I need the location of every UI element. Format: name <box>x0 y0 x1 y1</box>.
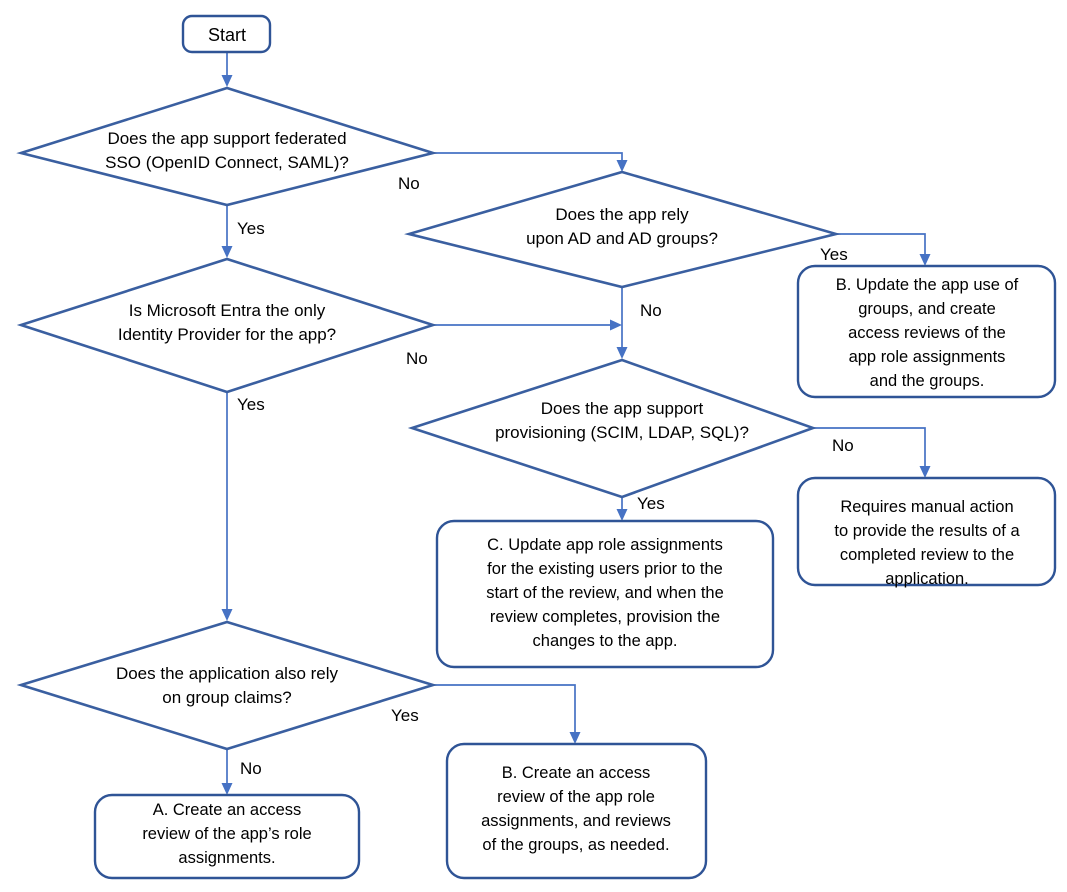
edge-label-sso-no: No <box>398 174 420 193</box>
start-shape <box>181 14 272 54</box>
edge-prov-yes <box>616 497 628 521</box>
process-manual-line-1: Requires manual action <box>840 498 1013 516</box>
edge-label-claims-no: No <box>240 759 262 778</box>
node-process-b-create[interactable]: B. Create an access review of the app ro… <box>445 742 708 880</box>
node-decision-entra[interactable]: Is Microsoft Entra the only Identity Pro… <box>16 257 438 394</box>
decision-ad-line-2: upon AD and AD groups? <box>526 229 718 248</box>
process-b-create-line-4: of the groups, as needed. <box>482 836 669 854</box>
process-b-update-line-1: B. Update the app use of <box>836 276 1019 294</box>
node-decision-provisioning[interactable]: Does the app support provisioning (SCIM,… <box>407 358 817 499</box>
process-c-update-shape <box>435 519 775 669</box>
process-manual-line-2: to provide the results of a <box>834 522 1020 540</box>
edge-label-ad-yes: Yes <box>820 245 848 264</box>
process-a-create-line-3: assignments. <box>178 849 275 867</box>
decision-group-claims-line-2: on group claims? <box>162 688 291 707</box>
edge-entra-yes <box>221 392 233 621</box>
edge-label-claims-yes: Yes <box>391 706 419 725</box>
node-decision-ad[interactable]: Does the app rely upon AD and AD groups? <box>404 170 842 289</box>
edge-label-entra-no: No <box>406 349 428 368</box>
decision-group-claims-line-1: Does the application also rely <box>116 664 339 683</box>
node-decision-sso[interactable]: Does the app support federated SSO (Open… <box>16 86 438 207</box>
decision-entra-shape <box>16 257 438 394</box>
edge-label-prov-yes: Yes <box>637 494 665 513</box>
decision-provisioning-line-1: Does the app support <box>541 399 704 418</box>
process-manual-action-shape <box>796 476 1057 587</box>
edge-label-sso-yes: Yes <box>237 219 265 238</box>
node-process-manual-action[interactable]: Requires manual action to provide the re… <box>796 476 1057 588</box>
edge-claims-yes <box>433 684 581 744</box>
edge-label-prov-no: No <box>832 436 854 455</box>
process-b-create-line-2: review of the app role <box>497 788 655 806</box>
node-start[interactable]: Start <box>181 14 272 54</box>
edge-label-ad-no: No <box>640 301 662 320</box>
edges-layer <box>221 51 931 795</box>
process-b-create-line-1: B. Create an access <box>502 764 651 782</box>
process-c-update-line-1: C. Update app role assignments <box>487 536 723 554</box>
process-b-update-shape <box>796 264 1057 399</box>
node-decision-group-claims[interactable]: Does the application also rely on group … <box>16 620 438 751</box>
process-c-update-line-4: review completes, provision the <box>490 608 720 626</box>
edge-labels-layer: No Yes Yes No No Yes No Yes Yes No <box>237 174 854 778</box>
decision-entra-line-2: Identity Provider for the app? <box>118 325 336 344</box>
decision-provisioning-shape <box>407 358 817 499</box>
process-b-update-line-3: access reviews of the <box>848 324 1006 342</box>
process-b-create-shape <box>445 742 708 880</box>
process-b-update-line-2: groups, and create <box>858 300 996 318</box>
decision-ad-line-1: Does the app rely <box>555 205 689 224</box>
edge-claims-no <box>221 749 233 795</box>
decision-group-claims-shape <box>16 620 438 751</box>
edge-ad-no <box>616 287 628 359</box>
edge-start-to-sso <box>221 51 233 87</box>
node-process-c-update[interactable]: C. Update app role assignments for the e… <box>435 519 775 669</box>
process-a-create-line-1: A. Create an access <box>153 801 302 819</box>
edge-sso-yes <box>221 205 233 258</box>
process-c-update-line-2: for the existing users prior to the <box>487 560 723 578</box>
process-b-update-line-5: and the groups. <box>870 372 985 390</box>
process-manual-line-4: application. <box>885 570 968 588</box>
decision-sso-line-2: SSO (OpenID Connect, SAML)? <box>105 153 349 172</box>
node-process-a-create[interactable]: A. Create an access review of the app’s … <box>93 793 361 880</box>
node-process-b-update[interactable]: B. Update the app use of groups, and cre… <box>796 264 1057 399</box>
decision-sso-line-1: Does the app support federated <box>107 129 346 148</box>
process-b-create-line-3: assignments, and reviews <box>481 812 671 830</box>
process-manual-line-3: completed review to the <box>840 546 1014 564</box>
edge-label-entra-yes: Yes <box>237 395 265 414</box>
start-label: Start <box>208 25 246 45</box>
process-a-create-shape <box>93 793 361 880</box>
decision-sso-shape <box>16 86 438 207</box>
edge-entra-no <box>433 319 622 331</box>
edge-ad-yes <box>836 233 931 266</box>
decision-entra-line-1: Is Microsoft Entra the only <box>129 301 326 320</box>
decision-ad-shape <box>404 170 842 289</box>
process-c-update-line-5: changes to the app. <box>533 632 678 650</box>
edge-sso-no <box>433 152 628 172</box>
process-c-update-line-3: start of the review, and when the <box>486 584 724 602</box>
process-b-update-line-4: app role assignments <box>849 348 1006 366</box>
decision-provisioning-line-2: provisioning (SCIM, LDAP, SQL)? <box>495 423 749 442</box>
process-a-create-line-2: review of the app’s role <box>142 825 311 843</box>
edge-prov-no <box>813 427 931 478</box>
